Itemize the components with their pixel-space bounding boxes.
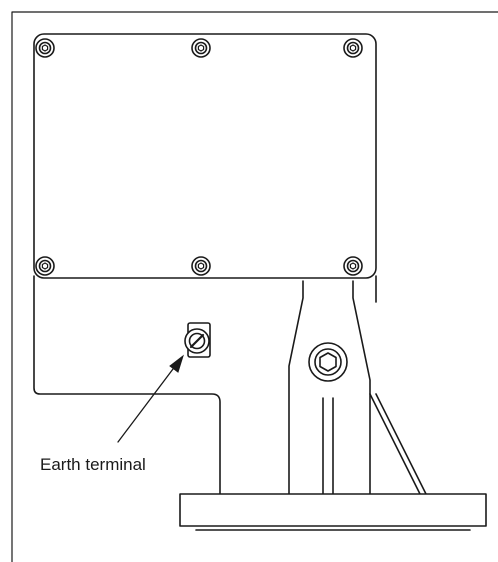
cover-screws [35, 38, 363, 276]
cover-screw [35, 256, 55, 276]
earth-terminal-label: Earth terminal [40, 455, 146, 474]
cover-plate [33, 33, 377, 279]
callout-leader [117, 354, 184, 443]
mounting-bracket [288, 280, 427, 495]
enclosure-housing [33, 275, 377, 495]
drawing-frame [11, 11, 498, 562]
cover-screw [191, 38, 211, 58]
cover-screw [35, 38, 55, 58]
cover-screw [343, 256, 363, 276]
base-plate [179, 493, 487, 531]
pivot-bolt [308, 342, 348, 382]
earth-terminal [184, 322, 211, 358]
cover-screw [191, 256, 211, 276]
cover-screw [343, 38, 363, 58]
